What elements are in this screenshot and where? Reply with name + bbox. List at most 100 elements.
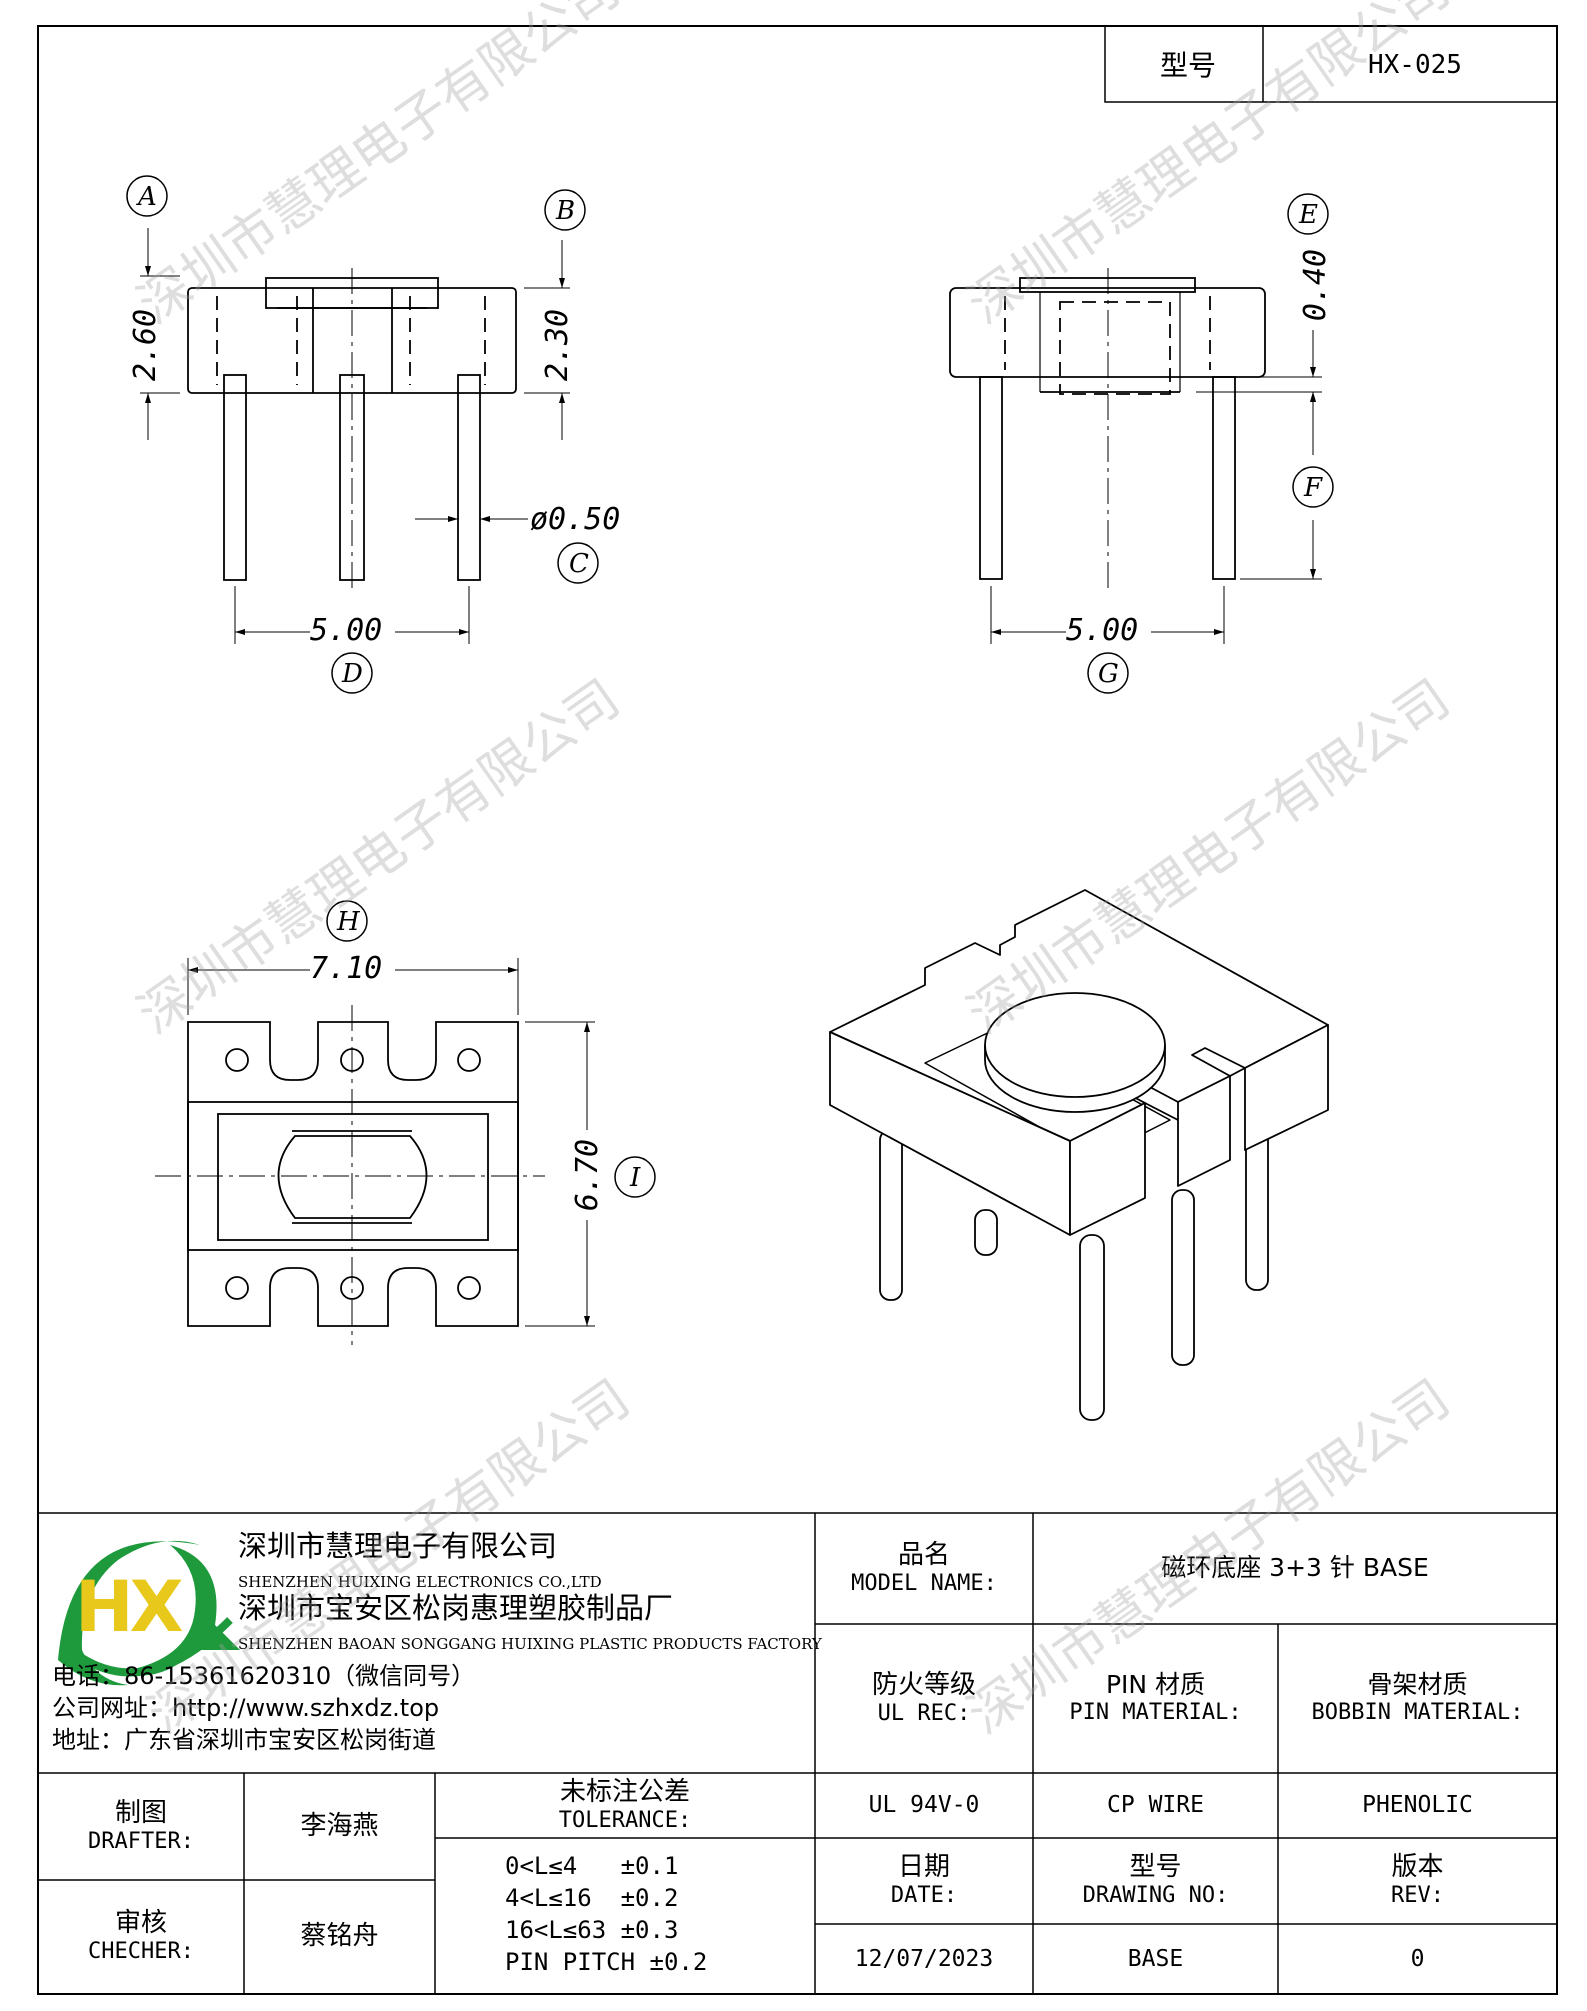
- callout-C-circle: [557, 542, 599, 584]
- tolerance-cn: 未标注公差: [559, 1776, 690, 1807]
- date-en: DATE:: [890, 1883, 958, 1909]
- callout-D-circle: [331, 652, 373, 694]
- cell-model-name-label: 品名 MODEL NAME:: [815, 1513, 1033, 1624]
- drafter-en: DRAFTER:: [88, 1828, 194, 1854]
- dim-B-value: 2.30: [540, 308, 576, 382]
- sheet-border: [37, 25, 1558, 1995]
- side-pin-right: [1212, 376, 1236, 580]
- top-hole-4: [225, 1276, 249, 1300]
- dim-I-value: 6.70: [570, 1138, 606, 1212]
- callout-A-circle: [126, 175, 168, 217]
- cell-bobbin-material-label: 骨架材质 BOBBIN MATERIAL:: [1278, 1624, 1557, 1773]
- cell-drafter-label: 制图 DRAFTER:: [38, 1773, 244, 1880]
- model-header-label: 型号: [1160, 49, 1217, 82]
- top-hole-3: [457, 1048, 481, 1072]
- bobbin-material-en: BOBBIN MATERIAL:: [1311, 1700, 1524, 1726]
- company-logo: [58, 1540, 240, 1686]
- cell-checker-value: 蔡铭舟: [244, 1880, 435, 1994]
- drawing-no-en: DRAWING NO:: [1082, 1883, 1229, 1909]
- top-hole-6: [457, 1276, 481, 1300]
- rev-cn: 版本: [1391, 1852, 1444, 1883]
- dim-D-value: 5.00: [310, 613, 383, 648]
- cell-drafter-value: 李海燕: [244, 1773, 435, 1880]
- top-hole-1: [225, 1048, 249, 1072]
- cell-checker-label: 审核 CHECHER:: [38, 1880, 244, 1994]
- cell-rev-label: 版本 REV:: [1278, 1838, 1557, 1924]
- iso-core-top: [984, 992, 1166, 1098]
- model-header-box: [1104, 25, 1558, 103]
- tolerance-line: 16<L≤63 ±0.3: [505, 1916, 679, 1944]
- bobbin-material-value: PHENOLIC: [1362, 1792, 1473, 1819]
- cell-date-label: 日期 DATE:: [815, 1838, 1033, 1924]
- callout-G-label: G: [1098, 659, 1119, 689]
- cell-ul-value: UL 94V-0: [815, 1773, 1033, 1838]
- company-address: 地址：广东省深圳市宝安区松岗街道: [52, 1726, 436, 1754]
- drafter-value: 李海燕: [300, 1810, 379, 1841]
- tolerance-en: TOLERANCE:: [558, 1807, 692, 1833]
- checker-en: CHECHER:: [88, 1939, 194, 1965]
- pin-material-value: CP WIRE: [1107, 1792, 1204, 1819]
- top-outline: [187, 1021, 519, 1327]
- model-name-en: MODEL NAME:: [851, 1570, 997, 1596]
- cell-model-name-value: 磁环底座 3+3 针 BASE: [1033, 1513, 1557, 1624]
- callout-B-circle: [544, 189, 586, 231]
- iso-pin-front-mid: [1171, 1189, 1195, 1366]
- ul-value: UL 94V-0: [868, 1792, 980, 1819]
- drawing-no-cn: 型号: [1129, 1852, 1182, 1883]
- iso-pin-back-left: [879, 1129, 903, 1301]
- tolerance-line: 4<L≤16 ±0.2: [505, 1884, 679, 1912]
- callout-F-circle: [1292, 466, 1334, 508]
- dim-C-value: ø0.50: [530, 502, 621, 537]
- callout-F-label: F: [1304, 473, 1323, 503]
- callout-A-label: A: [138, 182, 157, 212]
- callout-I-circle: [614, 1156, 656, 1198]
- date-value: 12/07/2023: [854, 1945, 994, 1972]
- top-core: [277, 1135, 428, 1219]
- logo-letters: HX: [75, 1566, 184, 1648]
- tolerance-line: PIN PITCH ±0.2: [505, 1948, 708, 1976]
- dim-G-value: 5.00: [1066, 613, 1139, 648]
- callout-E-circle: [1287, 193, 1329, 235]
- checker-cn: 审核: [114, 1908, 167, 1939]
- dim-E-value: 0.40: [1298, 248, 1334, 322]
- rev-value: 0: [1410, 1945, 1425, 1972]
- callout-I-label: I: [630, 1163, 641, 1193]
- model-name-cn: 品名: [897, 1539, 950, 1570]
- top-view: [155, 900, 656, 1345]
- front-view: [126, 175, 599, 694]
- iso-pin-front-left: [1079, 1234, 1105, 1421]
- ul-cn: 防火等级: [871, 1669, 976, 1700]
- cell-drawing-no-label: 型号 DRAWING NO:: [1033, 1838, 1278, 1924]
- callout-E-label: E: [1299, 200, 1318, 230]
- callout-H-label: H: [337, 907, 360, 937]
- front-pin-left: [223, 374, 247, 581]
- cell-pin-material-value: CP WIRE: [1033, 1773, 1278, 1838]
- checker-value: 蔡铭舟: [300, 1921, 379, 1952]
- cell-bobbin-material-value: PHENOLIC: [1278, 1773, 1557, 1838]
- factory-name-en: SHENZHEN BAOAN SONGGANG HUIXING PLASTIC …: [238, 1635, 822, 1653]
- side-pin-left: [979, 376, 1003, 580]
- cell-tolerance-label: 未标注公差 TOLERANCE:: [435, 1773, 815, 1838]
- side-view: [949, 193, 1334, 694]
- model-header-value: HX-025: [1368, 50, 1462, 80]
- cell-rev-value: 0: [1278, 1924, 1557, 1994]
- title-block-grid: [38, 1512, 1557, 1994]
- cell-drawing-no-value: BASE: [1033, 1924, 1278, 1994]
- cell-ul-label: 防火等级 UL REC:: [815, 1624, 1033, 1773]
- pin-material-en: PIN MATERIAL:: [1069, 1700, 1242, 1726]
- company-website: 公司网址：http://www.szhxdz.top: [52, 1694, 440, 1722]
- callout-C-label: C: [569, 549, 589, 579]
- factory-name-cn: 深圳市宝安区松岗惠理塑胶制品厂: [238, 1591, 674, 1625]
- iso-view: [829, 889, 1329, 1421]
- front-pin-right: [457, 374, 481, 581]
- bobbin-material-cn: 骨架材质: [1367, 1670, 1468, 1700]
- tolerance-line: 0<L≤4 ±0.1: [505, 1852, 679, 1880]
- company-name-cn: 深圳市慧理电子有限公司: [238, 1529, 558, 1563]
- top-window-inner: [217, 1113, 489, 1241]
- callout-G-circle: [1087, 652, 1129, 694]
- side-hidden-core: [1059, 301, 1171, 395]
- model-name-value: 磁环底座 3+3 针 BASE: [1161, 1553, 1429, 1583]
- company-name-en: SHENZHEN HUIXING ELECTRONICS CO.,LTD: [238, 1573, 602, 1591]
